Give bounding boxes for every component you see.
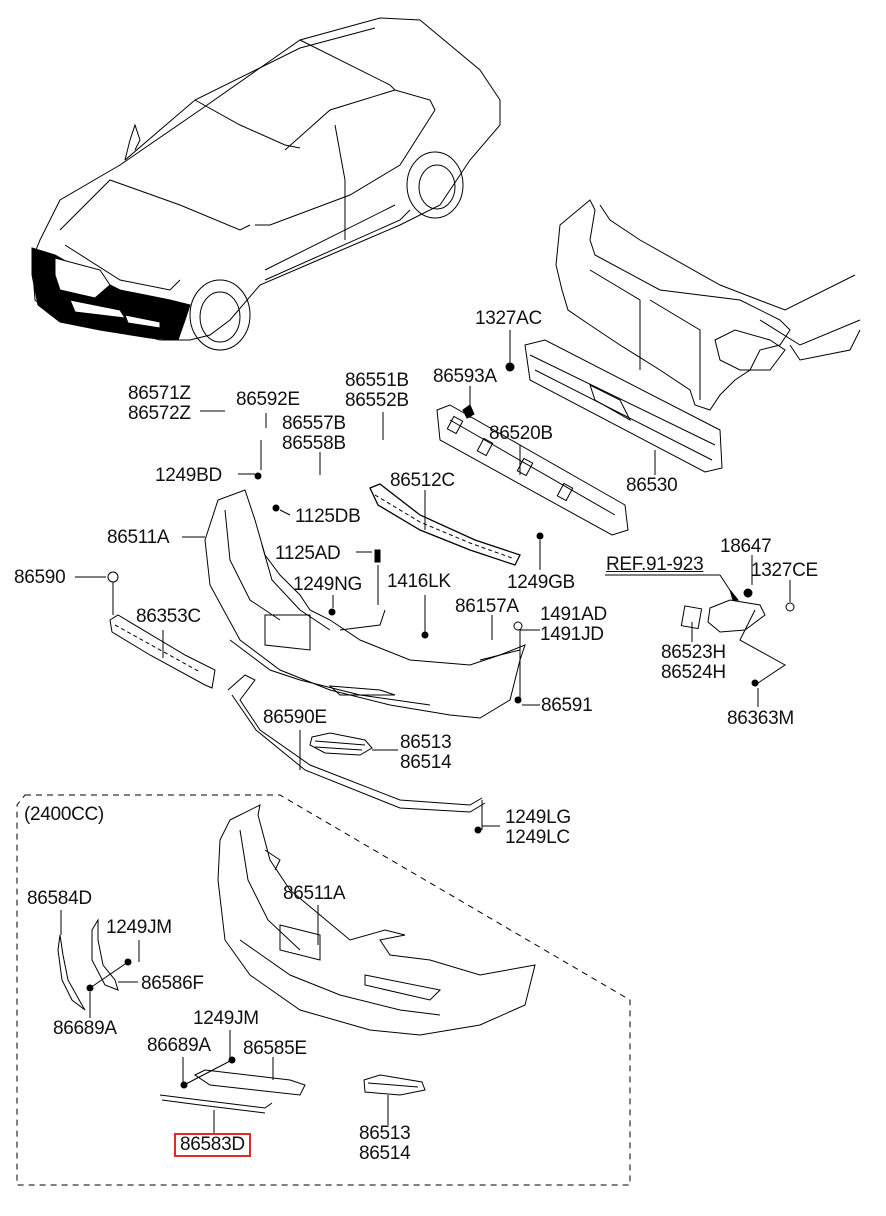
callout-1327CE[interactable]: 1327CE — [751, 560, 818, 581]
callout-86571Z[interactable]: 86571Z — [128, 383, 191, 404]
callout-86353C[interactable]: 86353C — [136, 606, 201, 627]
variant-side-trims — [57, 918, 306, 1114]
callout-1327AC[interactable]: 1327AC — [475, 308, 542, 329]
fog-lamp-cover-upper — [309, 732, 373, 756]
callout-86530[interactable]: 86530 — [626, 475, 678, 496]
upper-grille-86512C — [369, 483, 521, 566]
variant-callout-86584D[interactable]: 86584D — [27, 888, 92, 909]
leader-lines — [75, 330, 791, 830]
callout-1491AD[interactable]: 1491AD — [540, 604, 607, 625]
callout-86524H[interactable]: 86524H — [661, 662, 726, 683]
callout-86572Z[interactable]: 86572Z — [128, 403, 191, 424]
variant-section-label: (2400CC) — [24, 804, 104, 825]
variant-callout-86689A-a[interactable]: 86689A — [53, 1018, 117, 1039]
variant-callout-1249JM-a[interactable]: 1249JM — [106, 917, 172, 938]
callout-86363M[interactable]: 86363M — [727, 708, 794, 729]
callout-86523H[interactable]: 86523H — [661, 642, 726, 663]
variant-callout-86585E[interactable]: 86585E — [243, 1038, 307, 1059]
callout-86571Z-86572Z[interactable]: 86571Z 86572Z — [128, 384, 191, 424]
fog-lamp-cover-lower — [363, 1074, 426, 1096]
callout-86513-86514[interactable]: 86513 86514 — [400, 732, 452, 773]
callout-1125AD[interactable]: 1125AD — [275, 543, 341, 564]
callout-1249LG-1249LC[interactable]: 1249LG 1249LC — [505, 808, 571, 848]
variant-callout-86514[interactable]: 86514 — [359, 1143, 411, 1164]
callout-86590[interactable]: 86590 — [14, 567, 66, 588]
variant-callout-86583D-highlighted[interactable]: 86583D — [174, 1133, 251, 1157]
callout-86511A[interactable]: 86511A — [107, 527, 170, 548]
callout-86514[interactable]: 86514 — [400, 752, 452, 773]
callout-86557B[interactable]: 86557B — [282, 413, 346, 434]
variant-callout-1249JM-b[interactable]: 1249JM — [193, 1008, 259, 1029]
variant-callout-86513[interactable]: 86513 — [359, 1123, 411, 1144]
callout-86520B[interactable]: 86520B — [489, 423, 553, 444]
variant-leader-lines — [60, 905, 389, 1135]
callout-1491AD-1491JD[interactable]: 1491AD 1491JD — [540, 605, 607, 645]
trim-strip-86590E — [227, 674, 486, 813]
variant-callout-86689A-b[interactable]: 86689A — [147, 1035, 211, 1056]
callout-86512C[interactable]: 86512C — [390, 470, 455, 491]
variant-bumper-cover — [217, 804, 536, 1036]
variant-callout-86511A[interactable]: 86511A — [283, 883, 346, 904]
car-overview-illustration — [31, 17, 501, 351]
callout-1249NG[interactable]: 1249NG — [293, 574, 362, 595]
callout-ref-91-923[interactable]: REF.91-923 — [606, 554, 704, 575]
callout-86157A[interactable]: 86157A — [455, 596, 519, 617]
callout-86592E[interactable]: 86592E — [236, 389, 300, 410]
callout-18647[interactable]: 18647 — [720, 536, 772, 557]
callout-86523H-86524H[interactable]: 86523H 86524H — [661, 643, 726, 683]
callout-86558B[interactable]: 86558B — [282, 433, 346, 454]
callout-1249LC[interactable]: 1249LC — [505, 827, 570, 848]
radiator-support-panel — [555, 199, 861, 411]
callout-86593A[interactable]: 86593A — [433, 366, 497, 387]
callout-86551B-86552B[interactable]: 86551B 86552B — [345, 371, 409, 411]
callout-86557B-86558B[interactable]: 86557B 86558B — [282, 414, 346, 454]
callout-1416LK[interactable]: 1416LK — [387, 571, 451, 592]
callout-86513[interactable]: 86513 — [400, 732, 452, 753]
bumper-beam-86530 — [524, 339, 723, 473]
callout-1249LG[interactable]: 1249LG — [505, 807, 571, 828]
callout-1125DB[interactable]: 1125DB — [295, 506, 361, 527]
callout-86590E[interactable]: 86590E — [263, 707, 327, 728]
variant-callout-86513-86514[interactable]: 86513 86514 — [359, 1123, 411, 1164]
callout-1249GB[interactable]: 1249GB — [507, 572, 575, 593]
lower-bracket-86353C — [109, 614, 216, 689]
callout-1491JD[interactable]: 1491JD — [540, 624, 604, 645]
bumper-cover-86511A — [204, 489, 526, 719]
callout-86552B[interactable]: 86552B — [345, 390, 409, 411]
callout-86551B[interactable]: 86551B — [345, 370, 409, 391]
callout-86591[interactable]: 86591 — [541, 695, 593, 716]
energy-absorber-86520B — [436, 404, 629, 536]
variant-section-border — [16, 794, 631, 1186]
variant-callout-86586F[interactable]: 86586F — [141, 973, 204, 994]
callout-1249BD[interactable]: 1249BD — [155, 465, 222, 486]
fog-lamp-86523H — [680, 599, 766, 633]
